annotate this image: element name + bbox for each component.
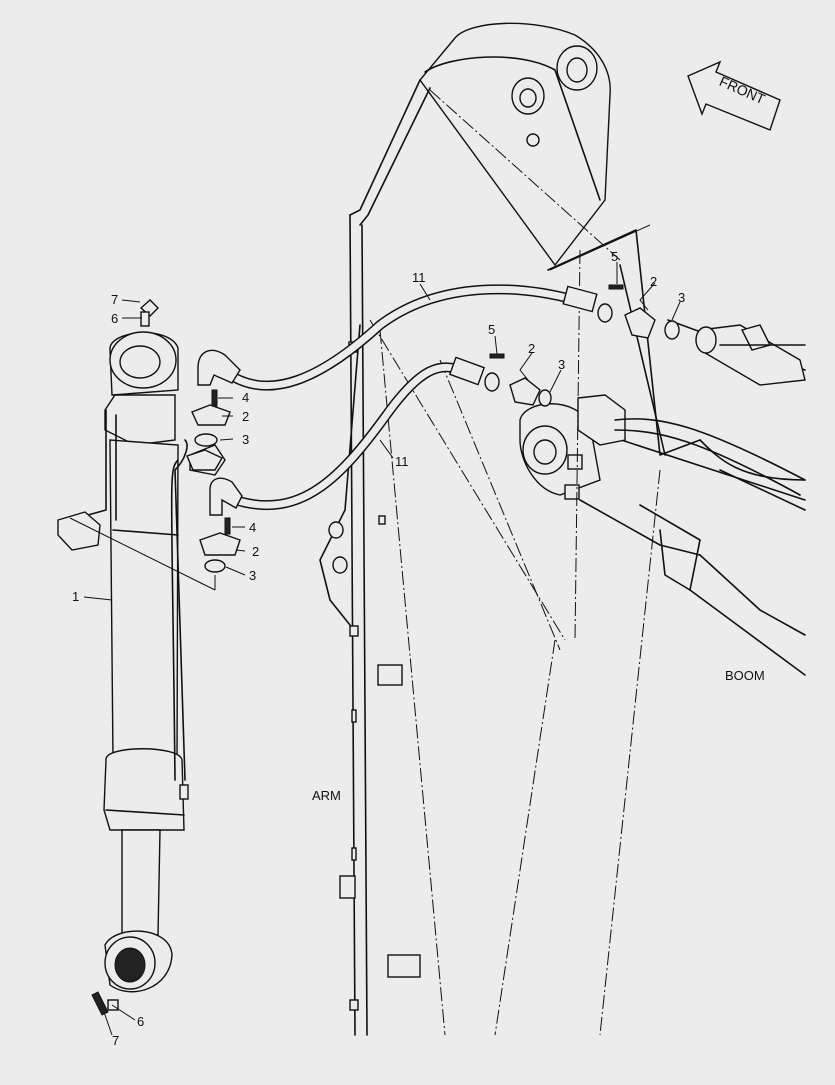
callout-7-top: 7 xyxy=(111,292,118,307)
callout-2-upper-boom: 2 xyxy=(650,274,657,289)
hose-lower xyxy=(209,356,500,516)
callout-2-lower-boom: 2 xyxy=(528,341,535,356)
boom-label: BOOM xyxy=(725,668,765,683)
callout-5-upper: 5 xyxy=(611,249,618,264)
callout-11-lower: 11 xyxy=(395,454,409,469)
arm-label: ARM xyxy=(312,788,341,803)
callout-5-lower: 5 xyxy=(488,322,495,337)
callout-3-upper-boom: 3 xyxy=(678,290,685,305)
callouts: 7 6 1 4 2 3 4 2 3 11 11 5 2 3 5 2 3 6 7 xyxy=(72,249,685,1048)
callout-11-upper: 11 xyxy=(412,270,426,285)
callout-4-lower: 4 xyxy=(249,520,256,535)
arm-cylinder xyxy=(57,299,226,1016)
arm-structure xyxy=(319,79,661,1036)
hardware xyxy=(186,284,680,573)
boom-structure xyxy=(419,22,806,676)
callout-2-upper-cyl: 2 xyxy=(242,409,249,424)
front-arrow: FRONT xyxy=(687,60,781,131)
callout-3-upper-cyl: 3 xyxy=(242,432,249,447)
callout-4-upper: 4 xyxy=(242,390,249,405)
callout-3-lower-boom: 3 xyxy=(558,357,565,372)
leader-lines xyxy=(83,262,681,1036)
hose-upper xyxy=(197,284,613,391)
callout-6-top: 6 xyxy=(111,311,118,326)
callout-1: 1 xyxy=(72,589,79,604)
callout-3-lower-cyl: 3 xyxy=(249,568,256,583)
callout-2-lower-cyl: 2 xyxy=(252,544,259,559)
callout-7-bottom: 7 xyxy=(112,1033,119,1048)
callout-6-bottom: 6 xyxy=(137,1014,144,1029)
